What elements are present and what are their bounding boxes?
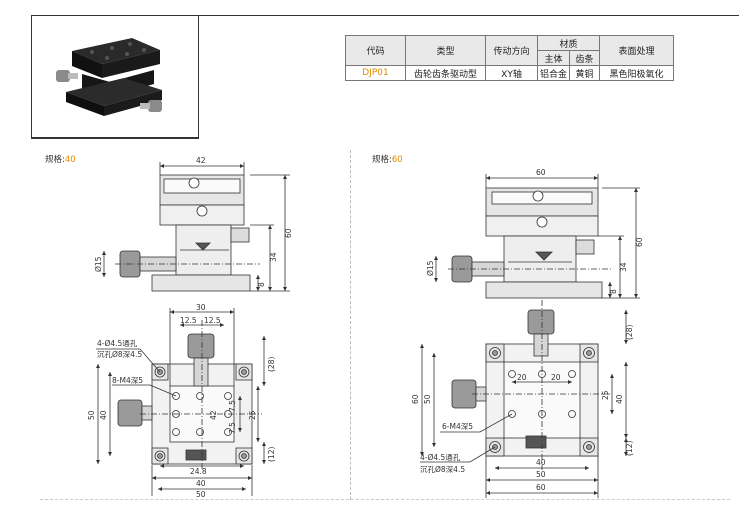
dim-60-25: 25 <box>601 390 610 400</box>
note-40-m4: 8-M4深5 <box>112 376 143 385</box>
cell-finish: 黑色阳极氧化 <box>599 65 674 81</box>
cell-drive: XY轴 <box>485 65 538 81</box>
spec-60-value: 60 <box>391 155 403 165</box>
header-material: 材质 <box>537 35 600 51</box>
header-type: 类型 <box>405 35 486 66</box>
dim-40-28: (28) <box>267 357 276 372</box>
dim-40-height-mid: 34 <box>269 252 278 262</box>
dim-40-75a: 7.5 <box>228 400 237 412</box>
spec-40-label-text: 规格: <box>45 155 65 165</box>
dim-40-base: 8 <box>257 282 266 287</box>
dim-40-bottom-50: 50 <box>196 490 206 499</box>
dim-40-248: 24.8 <box>190 467 207 476</box>
dim-60-knob: Ø15 <box>426 260 435 276</box>
spec-40-label: 规格:40 <box>45 153 76 165</box>
dim-40-125a: 12.5 <box>180 316 197 325</box>
spec60-side-view <box>434 174 640 299</box>
note-40-holes1: 4-Ø4.5通孔 <box>97 338 138 348</box>
table-row: DJP01 齿轮齿条驱动型 XY轴 铝合金 黄铜 黑色阳极氧化 <box>345 65 674 81</box>
dim-40-50: 50 <box>87 410 96 420</box>
dim-60-40: 40 <box>615 394 624 404</box>
dim-60-20a: 20 <box>517 373 527 382</box>
dim-40-75b: 7.5 <box>228 422 237 434</box>
dim-60-bottom-50: 50 <box>536 470 546 479</box>
dim-40-25: 25 <box>248 410 257 420</box>
note-60-m4: 6-M4深5 <box>442 422 473 431</box>
spec60-plan-view <box>420 300 628 498</box>
bottom-rule <box>40 499 730 500</box>
dim-60-top-width: 60 <box>536 168 546 177</box>
dim-40-height-total: 60 <box>284 228 293 238</box>
section-divider <box>350 150 351 500</box>
dim-60-20b: 20 <box>551 373 561 382</box>
spec-40-value: 40 <box>64 155 76 165</box>
spec40-plan-view <box>96 308 266 496</box>
dim-40-40: 40 <box>99 410 108 420</box>
spec-60-label: 规格:60 <box>372 153 403 165</box>
spec40-side-view <box>102 162 290 292</box>
dim-40-12: (12) <box>267 447 276 462</box>
dim-60-28: (28) <box>625 325 634 340</box>
header-finish: 表面处理 <box>599 35 674 66</box>
dim-40-42: 42 <box>209 410 218 420</box>
note-60-holes1: 4-Ø4.5通孔 <box>420 452 461 462</box>
dim-40-125b: 12.5 <box>204 316 221 325</box>
dim-60-bottom-60: 60 <box>536 483 546 492</box>
dim-40-knob: Ø15 <box>94 256 103 272</box>
note-40-holes2: 沉孔Ø8深4.5 <box>97 350 142 359</box>
xy-stage-photo <box>56 38 162 116</box>
dim-40-top-width: 42 <box>196 156 206 165</box>
dim-60-bottom-40: 40 <box>536 458 546 467</box>
note-60-holes2: 沉孔Ø8深4.5 <box>420 465 465 474</box>
dim-60-height-mid: 34 <box>619 262 628 272</box>
dim-60-60: 60 <box>411 394 420 404</box>
cell-rack: 黄铜 <box>569 65 600 81</box>
dim-60-12: (12) <box>625 441 634 456</box>
dim-40-30: 30 <box>196 303 206 312</box>
product-photo <box>31 15 199 138</box>
cell-main: 铝合金 <box>537 65 570 81</box>
spec-table: 代码 类型 传动方向 材质 表面处理 主体 齿条 DJP01 齿轮齿条驱动型 X… <box>345 35 674 81</box>
spec-60-label-text: 规格: <box>372 155 392 165</box>
dim-60-50: 50 <box>423 394 432 404</box>
top-rule <box>199 15 739 16</box>
header-code: 代码 <box>345 35 406 66</box>
dim-60-base: 8 <box>609 289 618 294</box>
dim-60-height-total: 60 <box>635 237 644 247</box>
dim-40-bottom-40: 40 <box>196 479 206 488</box>
photo-bottom-rule <box>31 138 199 139</box>
